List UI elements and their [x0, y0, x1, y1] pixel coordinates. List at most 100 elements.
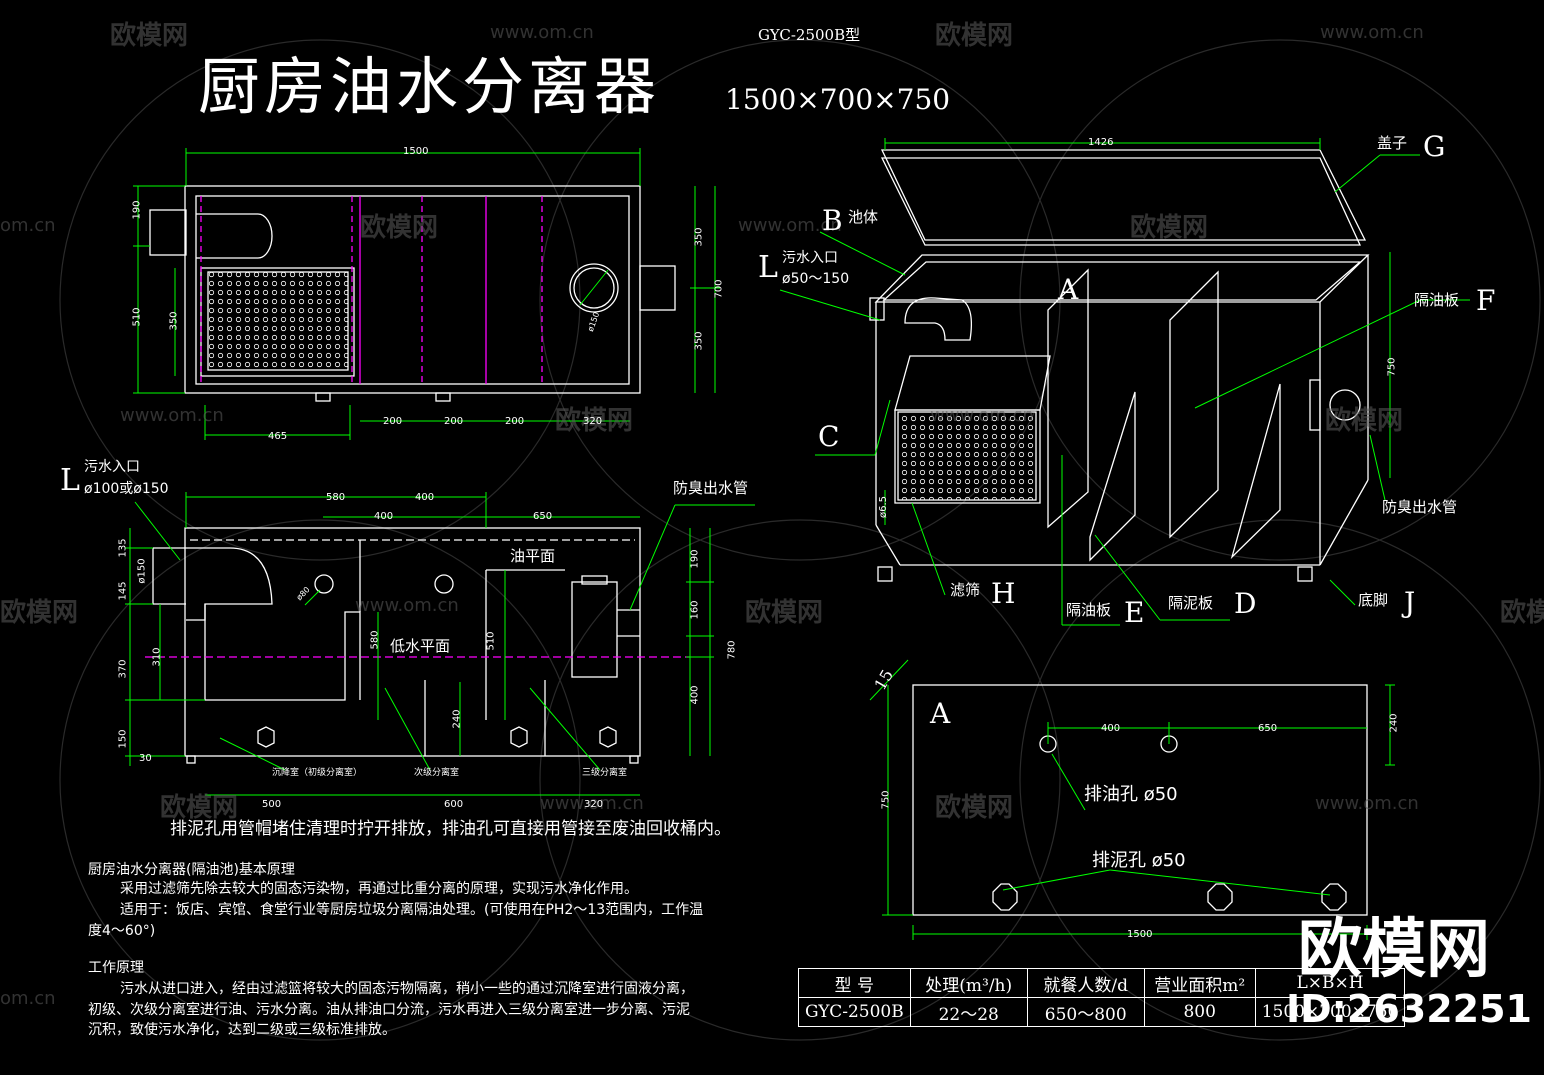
filter-letter: H	[991, 577, 1016, 610]
watermark-domain: www.om.cn	[1315, 793, 1419, 814]
dim-label: 150	[117, 729, 129, 749]
dim-label: 750	[880, 790, 892, 810]
dim-label: 580	[326, 492, 346, 503]
principle-line: 适用于：饭店、宾馆、食堂行业等厨房垃圾分离隔油处理。(可使用在PH2～13范围内…	[120, 902, 704, 918]
watermark-brand: 欧模网	[1325, 406, 1404, 436]
dim-label: 200	[383, 416, 403, 427]
oil-hole-label: 排油孔 ø50	[1084, 784, 1178, 805]
dim-label: 780	[726, 640, 738, 660]
dim-label: 350	[693, 227, 705, 247]
chamber-label: 沉降室（初级分离室）	[272, 768, 363, 778]
dim-label: ø6.5	[878, 495, 890, 519]
principle-line: 采用过滤筛先除去较大的固态污染物，再通过比重分离的原理，实现污水净化作用。	[120, 881, 638, 897]
watermark-brand: 欧模网	[160, 793, 239, 823]
watermark-brand: 欧模网	[1500, 598, 1544, 628]
spec-table: 型 号 处理(m³/h) 就餐人数/d 营业面积m² L×B×H GYC-250…	[798, 968, 1406, 1027]
dim-label: 200	[505, 416, 525, 427]
dim-label: 580	[369, 630, 381, 650]
watermark-domain: www.om.cn	[738, 215, 842, 236]
dim-label: 145	[117, 581, 129, 601]
dim-label: 700	[713, 279, 725, 299]
mud-plate-letter: D	[1234, 587, 1257, 620]
work-line: 沉积，致使污水净化，达到二级或三级标准排放。	[88, 1022, 396, 1038]
principle-line: 度4～60°)	[88, 923, 156, 939]
model-tag: GYC-2500B型	[758, 26, 861, 44]
iso-inlet-title: 污水入口	[782, 250, 838, 266]
watermark-domain: www.om.cn	[120, 405, 224, 426]
watermark-brand: 欧模网	[745, 598, 824, 628]
spec-header-cell: 营业面积m²	[1143, 968, 1256, 998]
dim-label: 240	[451, 709, 463, 729]
spec-cell: 800	[1143, 997, 1256, 1027]
dim-label: 600	[444, 799, 464, 810]
dim-label: 160	[689, 600, 701, 620]
iso-inlet-size: ø50～150	[782, 271, 850, 287]
dim-label: 1500	[403, 146, 429, 157]
spec-header-cell: 处理(m³/h)	[909, 968, 1028, 998]
chamber-label: 三级分离室	[582, 768, 628, 778]
plate-view-dims	[869, 659, 1395, 940]
dim-label: 465	[268, 431, 288, 442]
dim-label: 500	[262, 799, 282, 810]
spec-cell: 650～800	[1026, 997, 1145, 1027]
dim-label: 135	[117, 538, 129, 558]
dim-label: 400	[374, 511, 394, 522]
title-size: 1500×700×750	[725, 83, 951, 116]
section-view-dims	[125, 492, 755, 796]
plate-view	[912, 684, 1368, 916]
mud-hole-label: 排泥孔 ø50	[1092, 850, 1186, 871]
dim-label: 350	[168, 311, 180, 331]
watermark-domain: om.cn	[0, 215, 56, 236]
spec-cell: 1500×700×750	[1254, 997, 1406, 1027]
inlet-title: 污水入口	[84, 459, 140, 475]
oil-level-label: 油平面	[510, 547, 556, 565]
dim-label: 750	[1386, 357, 1398, 377]
watermark-brand: 欧模网	[110, 21, 189, 51]
iso-odor-pipe-label: 防臭出水管	[1382, 498, 1458, 516]
lid-label: 盖子	[1377, 134, 1408, 152]
dim-label: 310	[151, 647, 163, 667]
watermark-domain: www.om.cn	[490, 22, 594, 43]
iso-view-leaders	[779, 138, 1470, 626]
dim-label: 30	[139, 753, 152, 764]
spec-cell: GYC-2500B	[798, 997, 911, 1027]
watermark-brand: 欧模网	[935, 21, 1014, 51]
oil-plate-e-letter: E	[1124, 596, 1145, 629]
spec-table-row: GYC-2500B 22～28 650～800 800 1500×700×750	[798, 997, 1406, 1027]
plate-letter: A	[930, 697, 951, 730]
plate-a-letter: A	[1058, 273, 1079, 306]
dim-label: 400	[689, 685, 701, 705]
dim-label: 320	[584, 799, 604, 810]
tank-label: 池体	[848, 208, 879, 226]
oil-plate-label: 隔油板	[1414, 291, 1460, 309]
dim-label: 650	[533, 511, 553, 522]
dim-label: ø150	[136, 558, 148, 584]
iso-view	[869, 149, 1370, 582]
dim-label: 240	[1388, 713, 1400, 733]
watermark-domain: www.om.cn	[1320, 22, 1424, 43]
dim-label: 400	[415, 492, 435, 503]
lid-letter: G	[1423, 130, 1446, 163]
watermark-brand: 欧模网	[1130, 213, 1209, 243]
watermark-brand: 欧模网	[555, 406, 634, 436]
watermark-logo: 欧模网	[1298, 913, 1490, 987]
work-title: 工作原理	[88, 960, 144, 976]
watermark-id: ID:2632251	[1286, 987, 1532, 1031]
caption-note: 排泥孔用管帽堵住清理时拧开排放，排油孔可直接用管接至废油回收桶内。	[170, 819, 731, 839]
foot-label: 底脚	[1358, 591, 1389, 609]
inlet-size: ø100或ø150	[84, 481, 169, 497]
mud-plate-label: 隔泥板	[1168, 594, 1214, 612]
inlet-letter: L	[60, 463, 80, 498]
dim-label: 200	[444, 416, 464, 427]
top-view-dims	[133, 148, 720, 440]
dim-label: 510	[131, 307, 143, 327]
iso-inlet-letter: L	[758, 250, 778, 285]
work-line: 初级、次级分离室进行油、污水分离。油从排油口分流，污水再进入三级分离室进一步分离…	[88, 1002, 690, 1018]
spec-header-cell: 型 号	[798, 968, 911, 998]
dim-label: 650	[1258, 723, 1278, 734]
spec-cell: 22～28	[909, 997, 1028, 1027]
chamber-label: 次级分离室	[414, 768, 460, 778]
work-line: 污水从进口进入，经由过滤篮将较大的固态污物隔离，稍小一些的通过沉降室进行固液分离…	[120, 981, 694, 997]
dim-label: 320	[583, 416, 603, 427]
